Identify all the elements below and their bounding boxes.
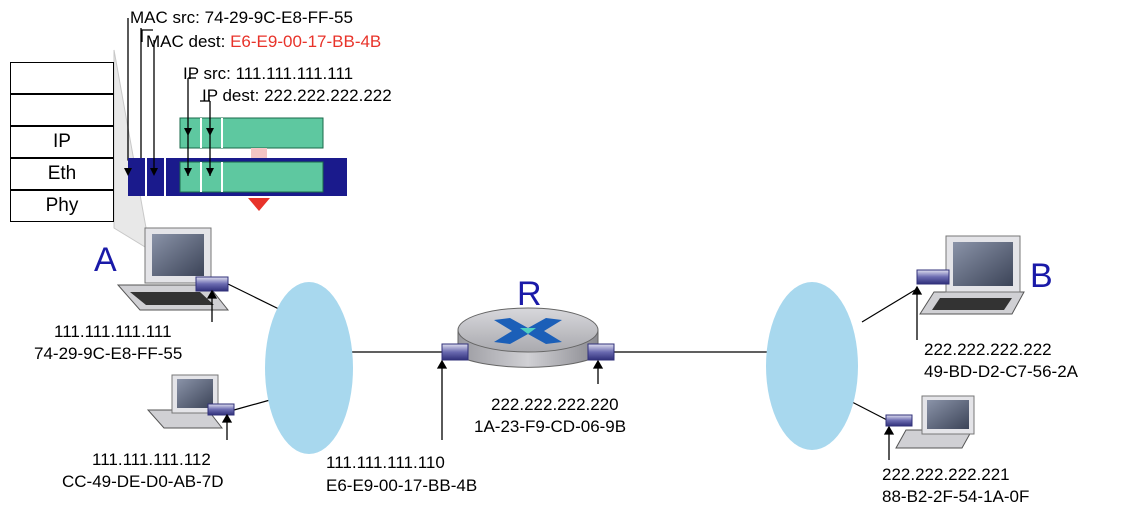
host-a-computer — [116, 227, 230, 311]
router-left-mac: E6-E9-00-17-BB-4B — [326, 476, 478, 495]
ip-datagram — [179, 117, 324, 149]
ip-dest-value: 222.222.222.222 — [264, 86, 392, 105]
subnet-cloud-left — [265, 282, 353, 454]
host-a2-mac: CC-49-DE-D0-AB-7D — [62, 472, 224, 491]
mac-dest-label: MAC dest: — [146, 32, 231, 51]
ip-dest-field: IP dest: 222.222.222.222 — [202, 86, 392, 106]
host-b2-mac: 88-B2-2F-54-1A-0F — [882, 487, 1030, 506]
stack-layer-app — [10, 62, 114, 94]
mac-src-field: MAC src: 74-29-9C-E8-FF-55 — [130, 8, 353, 28]
subnet-cloud-right — [766, 282, 858, 450]
ip-src-field: IP src: 111.111.111.111 — [183, 64, 353, 84]
ip-dest-label: IP dest: — [202, 86, 265, 105]
stack-layer-eth: Eth — [10, 158, 114, 190]
host-b-mac: 49-BD-D2-C7-56-2A — [924, 362, 1078, 381]
host-b-computer — [916, 235, 1025, 315]
host-a2-computer — [146, 374, 235, 429]
address-pointer-arrows — [206, 285, 923, 460]
mac-dest-value: E6-E9-00-17-BB-4B — [230, 32, 382, 51]
stack-layer-ip: IP — [10, 126, 114, 158]
stack-layer-transport — [10, 94, 114, 126]
router-right-ip: 222.222.222.220 — [491, 395, 619, 414]
send-down-arrow — [248, 198, 270, 211]
host-a2-ip: 111.111.111.112 — [92, 450, 211, 469]
ip-src-label: IP src: — [183, 64, 236, 83]
host-b-ip: 222.222.222.222 — [924, 340, 1052, 359]
router-left-ip: 111.111.111.110 — [326, 453, 445, 472]
router-icon — [441, 307, 615, 368]
host-a-mac: 74-29-9C-E8-FF-55 — [34, 344, 183, 363]
encapsulation-arrow-stem — [251, 148, 267, 160]
router-right-mac: 1A-23-F9-CD-06-9B — [474, 417, 627, 436]
router-name: R — [517, 275, 542, 313]
host-b2-computer — [885, 395, 975, 449]
ip-src-value: 111.111.111.111 — [235, 64, 354, 83]
host-a-ip: 111.111.111.111 — [54, 322, 172, 341]
host-b2-ip: 222.222.222.221 — [882, 465, 1010, 484]
stack-layer-phy: Phy — [10, 190, 114, 222]
mac-dest-field: MAC dest: E6-E9-00-17-BB-4B — [146, 32, 381, 52]
mac-src-value: 74-29-9C-E8-FF-55 — [204, 8, 353, 27]
mac-src-label: MAC src: — [130, 8, 205, 27]
host-b-name: B — [1030, 257, 1053, 295]
zoom-callout — [113, 49, 151, 252]
host-a-name: A — [94, 241, 117, 279]
frame-payload — [179, 161, 324, 193]
network-links — [227, 283, 916, 421]
